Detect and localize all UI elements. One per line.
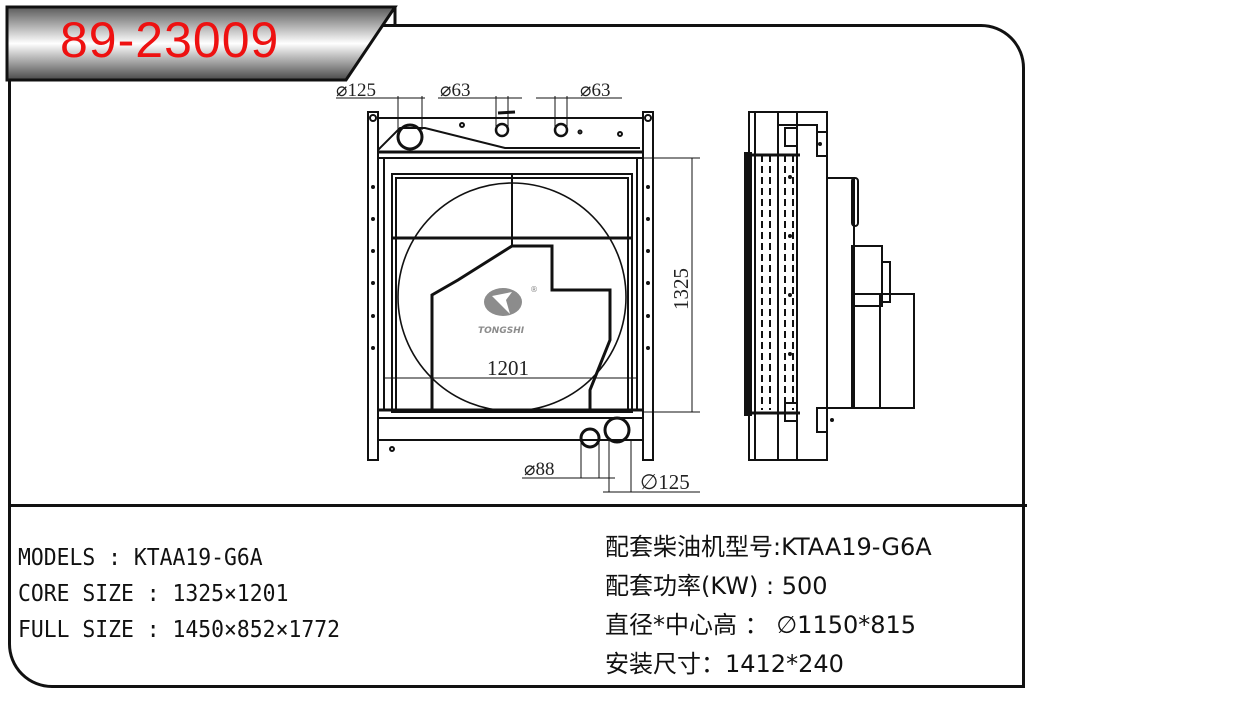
spec-core-size-label: CORE SIZE :	[18, 581, 173, 607]
spec-diameter-center-height: 直径*中心高 ： ∅1150*815	[605, 606, 932, 645]
part-number: 89-23009	[60, 12, 280, 68]
spec-core-size: CORE SIZE : 1325×1201	[18, 576, 340, 612]
spec-power-label: 配套功率(KW) :	[605, 572, 782, 600]
banner-background	[5, 5, 398, 82]
spec-engine-model-value: KTAA19-G6A	[781, 533, 932, 561]
side-view	[744, 111, 915, 461]
spec-engine-model: 配套柴油机型号:KTAA19-G6A	[605, 528, 932, 567]
dim-top-left-pipe: ⌀125	[336, 80, 376, 101]
dim-top-pipe-1: ⌀63	[440, 80, 470, 101]
logo-text: TONGSHI	[478, 326, 525, 336]
spec-models-label: MODELS :	[18, 545, 134, 571]
specs-right: 配套柴油机型号:KTAA19-G6A 配套功率(KW) : 500 直径*中心高…	[605, 528, 932, 684]
spec-models: MODELS : KTAA19-G6A	[18, 540, 340, 576]
specs-left: MODELS : KTAA19-G6A CORE SIZE : 1325×120…	[18, 540, 364, 648]
front-view	[336, 96, 700, 493]
spec-core-size-value: 1325×1201	[172, 581, 289, 607]
dim-core-width: 1201	[487, 356, 529, 380]
spec-power-value: 500	[781, 572, 828, 600]
spec-mounting-label: 安装尺寸：	[605, 650, 725, 678]
registered-mark: ®	[530, 285, 538, 294]
spec-models-value: KTAA19-G6A	[133, 545, 263, 571]
spec-full-size: FULL SIZE : 1450×852×1772	[18, 612, 340, 648]
dim-bottom-pipe-small: ⌀88	[524, 459, 554, 480]
tongshi-logo: ® TONGSHI	[478, 285, 538, 336]
spec-mounting-value: 1412*240	[725, 650, 844, 678]
dim-bottom-pipe-large: ∅125	[640, 470, 690, 494]
spec-power: 配套功率(KW) : 500	[605, 567, 932, 606]
spec-diameter-label: 直径*中心高 ：	[605, 611, 777, 639]
dim-core-height: 1325	[669, 268, 693, 310]
drawing-frame	[8, 24, 1025, 688]
technical-drawing: ® TONGSHI ⌀125 ⌀63 ⌀63 1201 1325 ⌀88 ∅12…	[336, 80, 915, 494]
spec-engine-model-label: 配套柴油机型号:	[605, 533, 782, 561]
spec-full-size-label: FULL SIZE :	[18, 617, 173, 643]
dim-top-pipe-2: ⌀63	[580, 80, 610, 101]
spec-full-size-value: 1450×852×1772	[172, 617, 340, 643]
spec-diameter-value: ∅1150*815	[776, 611, 917, 639]
section-divider	[8, 504, 1027, 507]
title-banner: 89-23009	[0, 0, 400, 86]
spec-mounting-size: 安装尺寸：1412*240	[605, 645, 932, 684]
